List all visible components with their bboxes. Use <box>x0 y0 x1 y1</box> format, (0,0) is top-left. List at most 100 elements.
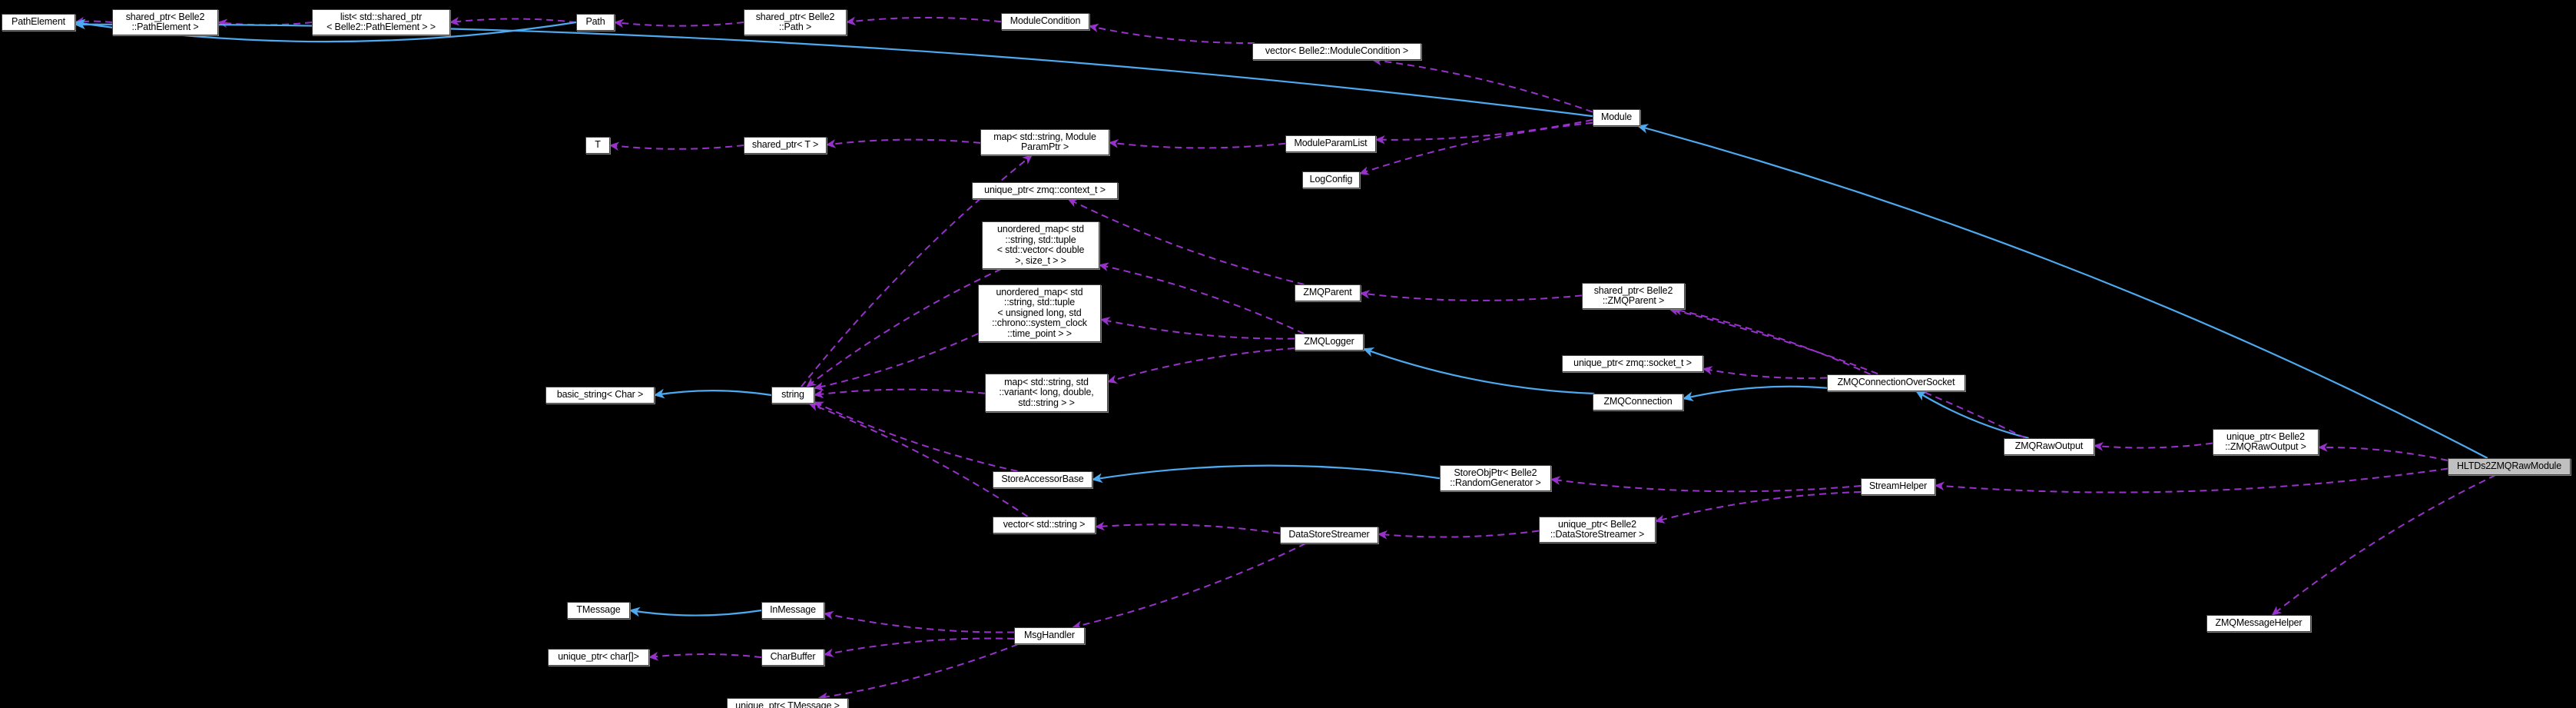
class-node-label: ModuleCondition <box>1010 15 1081 27</box>
class-node-umap_tuple_vecd[interactable]: unordered_map< std ::string, std::tuple … <box>982 221 1099 269</box>
edge-uptr_dss-to-datastorestreamer <box>1377 530 1540 540</box>
class-node-datastorestreamer[interactable]: DataStoreStreamer <box>1280 527 1378 543</box>
class-node-label: StoreObjPtr< Belle2 ::RandomGenerator > <box>1450 467 1541 488</box>
edge-datastorestreamer-to-vec_string <box>1094 521 1281 534</box>
edge-zmqconn_oversock-to-sp_zmqparent <box>1672 306 1871 375</box>
class-node-label: ModuleParamList <box>1294 138 1368 149</box>
edge-datastorestreamer-to-msghandler <box>1072 543 1306 630</box>
class-node-zmqconnection[interactable]: ZMQConnection <box>1593 394 1683 411</box>
class-node-logconfig[interactable]: LogConfig <box>1302 171 1360 188</box>
class-node-zmqmessagehelper[interactable]: ZMQMessageHelper <box>2206 615 2311 632</box>
edge-zmqparent-to-uptr_zmq_ctx <box>1067 198 1305 285</box>
class-node-storeaccessorbase[interactable]: StoreAccessorBase <box>993 471 1092 488</box>
edge-map_variant-to-string <box>813 388 986 399</box>
class-node-label: shared_ptr< Belle2 ::Path > <box>755 11 835 32</box>
class-node-zmqrawoutput[interactable]: ZMQRawOutput <box>2004 438 2094 455</box>
edge-umap_tuple_vecd-to-string <box>806 268 1002 387</box>
edge-charbuffer-to-uptr_char_arr <box>648 651 762 661</box>
class-node-storeobjptr_rng[interactable]: StoreObjPtr< Belle2 ::RandomGenerator > <box>1440 465 1551 491</box>
class-node-uptr_tmessage[interactable]: unique_ptr< TMessage > <box>727 698 848 708</box>
class-node-vec_string[interactable]: vector< std::string > <box>993 517 1096 533</box>
edge-sp_zmqparent-to-zmqparent <box>1359 290 1583 301</box>
class-node-sp_path[interactable]: shared_ptr< Belle2 ::Path > <box>744 9 847 35</box>
edge-zmqrawoutput-to-zmqconn_oversock <box>1915 391 2029 440</box>
edge-zmqconnection-to-zmqlogger <box>1362 347 1595 395</box>
class-node-label: ZMQConnection <box>1603 396 1673 407</box>
class-node-uptr_dss[interactable]: unique_ptr< Belle2 ::DataStoreStreamer > <box>1539 517 1656 543</box>
edge-hltds2zmqraw-to-module <box>1636 124 2488 459</box>
class-node-label: unique_ptr< TMessage > <box>735 700 840 708</box>
class-node-sp_zmqparent[interactable]: shared_ptr< Belle2 ::ZMQParent > <box>1582 283 1685 309</box>
class-node-string[interactable]: string <box>771 387 814 404</box>
class-node-label: CharBuffer <box>770 651 816 663</box>
class-node-msghandler[interactable]: MsgHandler <box>1014 627 1085 644</box>
edge-modulecondition-to-sp_path <box>845 16 1002 26</box>
class-node-t[interactable]: T <box>585 137 610 154</box>
class-node-basic_string[interactable]: basic_string< Char > <box>545 387 655 404</box>
class-node-map_variant[interactable]: map< std::string, std ::variant< long, d… <box>985 374 1108 412</box>
edge-vec_modulecond-to-modulecondition <box>1088 23 1255 45</box>
edge-zmqlogger-to-umap_tuple_vecd <box>1098 262 1305 334</box>
class-node-zmqparent[interactable]: ZMQParent <box>1295 284 1361 301</box>
class-node-label: unique_ptr< zmq::context_t > <box>984 184 1106 196</box>
edge-zmqlogger-to-map_variant <box>1106 347 1295 384</box>
edge-msghandler-to-inmessage <box>823 610 1015 633</box>
class-node-label: vector< Belle2::ModuleCondition > <box>1265 45 1409 57</box>
class-node-hltds2zmqraw[interactable]: HLTDs2ZMQRawModule <box>2448 458 2571 475</box>
class-node-list_sp_pathelem[interactable]: list< std::shared_ptr < Belle2::PathElem… <box>312 9 450 35</box>
class-node-zmqconn_oversock[interactable]: ZMQConnectionOverSocket <box>1827 374 1965 391</box>
edge-path-to-list_sp_pathelem <box>449 16 577 26</box>
class-node-pathelement[interactable]: PathElement <box>2 14 75 31</box>
class-node-label: unique_ptr< char[]> <box>558 651 639 663</box>
edge-uptr_zmqrawoutput-to-zmqrawoutput <box>2093 441 2213 451</box>
edge-streamhelper-to-uptr_dss <box>1654 490 1862 524</box>
class-node-label: Path <box>585 16 605 28</box>
class-node-moduleparamlist[interactable]: ModuleParamList <box>1285 135 1376 152</box>
class-node-sp_pathelement[interactable]: shared_ptr< Belle2 ::PathElement > <box>112 9 218 35</box>
edge-sp_t-to-t <box>608 141 744 151</box>
class-node-uptr_char_arr[interactable]: unique_ptr< char[]> <box>548 649 649 666</box>
class-node-tmessage[interactable]: TMessage <box>567 602 630 619</box>
edge-vec_string-to-string <box>808 402 1029 517</box>
class-node-streamhelper[interactable]: StreamHelper <box>1861 478 1935 495</box>
class-node-map_str_modparam[interactable]: map< std::string, Module ParamPtr > <box>980 129 1109 155</box>
edge-moduleparamlist-to-map_str_modparam <box>1108 138 1286 149</box>
edge-module-to-logconfig <box>1358 121 1593 175</box>
edge-module-to-vec_modulecond <box>1371 56 1593 113</box>
class-node-uptr_zmqrawoutput[interactable]: unique_ptr< Belle2 ::ZMQRawOutput > <box>2213 429 2319 455</box>
class-node-label: ZMQParent <box>1303 287 1352 298</box>
class-node-label: ZMQLogger <box>1304 336 1354 347</box>
edge-hltds2zmqraw-to-zmqmessagehelper <box>2271 474 2496 616</box>
class-node-inmessage[interactable]: InMessage <box>761 602 824 619</box>
class-node-charbuffer[interactable]: CharBuffer <box>761 649 824 666</box>
class-node-label: vector< std::string > <box>1003 519 1086 530</box>
class-node-label: T <box>595 139 601 151</box>
class-node-modulecondition[interactable]: ModuleCondition <box>1001 13 1089 30</box>
class-node-label: Module <box>1600 111 1633 123</box>
class-node-label: basic_string< Char > <box>556 389 644 401</box>
class-node-zmqlogger[interactable]: ZMQLogger <box>1295 334 1364 351</box>
class-node-label: StoreAccessorBase <box>1001 474 1084 485</box>
class-node-label: DataStoreStreamer <box>1288 529 1370 540</box>
edge-inmessage-to-tmessage <box>628 607 762 617</box>
class-node-uptr_zmq_socket[interactable]: unique_ptr< zmq::socket_t > <box>1562 355 1703 372</box>
edge-zmqlogger-to-umap_tuple_chrono <box>1099 317 1295 340</box>
class-node-label: unique_ptr< Belle2 ::ZMQRawOutput > <box>2225 430 2306 452</box>
edge-storeobjptr_rng-to-storeaccessorbase <box>1091 464 1441 484</box>
class-node-uptr_zmq_ctx[interactable]: unique_ptr< zmq::context_t > <box>972 182 1118 199</box>
class-node-label: unordered_map< std ::string, std::tuple … <box>996 224 1085 266</box>
class-node-sp_t[interactable]: shared_ptr< T > <box>744 137 827 154</box>
class-node-vec_modulecond[interactable]: vector< Belle2::ModuleCondition > <box>1252 43 1421 60</box>
edge-msghandler-to-uptr_tmessage <box>817 643 1019 701</box>
class-node-label: unique_ptr< Belle2 ::DataStoreStreamer > <box>1550 518 1645 540</box>
class-node-label: list< std::shared_ptr < Belle2::PathElem… <box>327 11 436 32</box>
class-node-path[interactable]: Path <box>576 14 615 31</box>
class-node-umap_tuple_chrono[interactable]: unordered_map< std ::string, std::tuple … <box>978 284 1101 342</box>
class-node-label: MsgHandler <box>1024 630 1075 641</box>
edge-storeaccessorbase-to-string <box>813 401 1018 472</box>
edge-streamhelper-to-storeobjptr_rng <box>1550 476 1862 493</box>
class-node-label: ZMQConnectionOverSocket <box>1837 377 1955 388</box>
class-node-label: map< std::string, Module ParamPtr > <box>993 131 1096 152</box>
class-node-label: shared_ptr< Belle2 ::ZMQParent > <box>1593 284 1673 306</box>
class-node-module[interactable]: Module <box>1593 109 1640 126</box>
